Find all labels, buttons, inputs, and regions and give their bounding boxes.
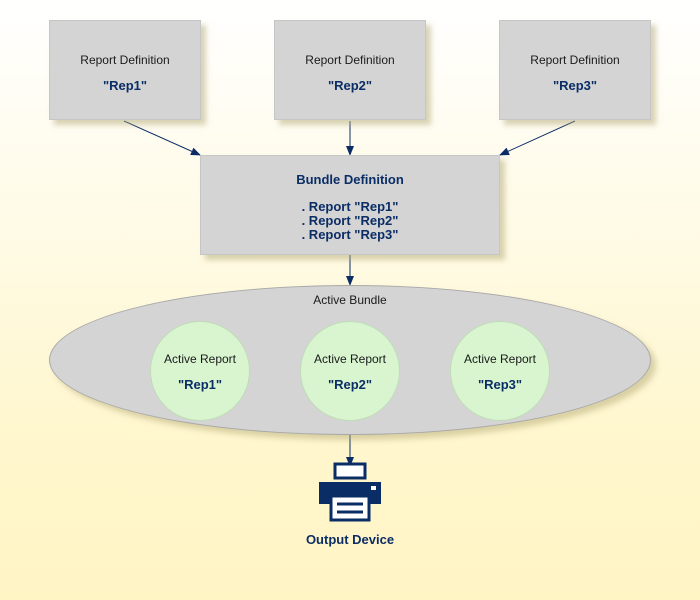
active-report-rep3: Active Report "Rep3"	[450, 321, 550, 421]
arrow-rep1-to-bundle	[123, 120, 201, 156]
bundle-definition: Bundle Definition . Report "Rep1" . Repo…	[200, 155, 500, 255]
active-report-rep1: Active Report "Rep1"	[150, 321, 250, 421]
bundle-item: . Report "Rep3"	[301, 227, 399, 242]
report-definition-name: "Rep3"	[552, 78, 598, 93]
report-definition-label: Report Definition	[305, 53, 395, 67]
bundle-definition-title: Bundle Definition	[296, 172, 404, 187]
active-bundle-label: Active Bundle	[313, 293, 387, 307]
active-report-name: "Rep3"	[477, 377, 523, 392]
report-definition-rep1: Report Definition "Rep1"	[49, 20, 201, 120]
bundle-item: . Report "Rep1"	[301, 199, 399, 214]
report-definition-label: Report Definition	[80, 53, 170, 67]
active-report-label: Active Report	[463, 352, 537, 366]
report-definition-rep2: Report Definition "Rep2"	[274, 20, 426, 120]
active-report-rep2: Active Report "Rep2"	[300, 321, 400, 421]
report-definition-rep3: Report Definition "Rep3"	[499, 20, 651, 120]
active-report-name: "Rep1"	[177, 377, 223, 392]
active-report-label: Active Report	[313, 352, 387, 366]
report-definition-label: Report Definition	[530, 53, 620, 67]
active-bundle: Active Bundle Active Report "Rep1" Activ…	[49, 285, 651, 435]
report-definition-name: "Rep2"	[327, 78, 373, 93]
printer-icon	[319, 462, 381, 522]
bundle-item: . Report "Rep2"	[301, 213, 399, 228]
active-report-label: Active Report	[163, 352, 237, 366]
arrow-rep3-to-bundle	[499, 120, 576, 156]
report-definition-name: "Rep1"	[102, 78, 148, 93]
bundle-definition-items: . Report "Rep1" . Report "Rep2" . Report…	[201, 200, 499, 242]
active-report-name: "Rep2"	[327, 377, 373, 392]
output-device-label: Output Device	[305, 532, 395, 547]
